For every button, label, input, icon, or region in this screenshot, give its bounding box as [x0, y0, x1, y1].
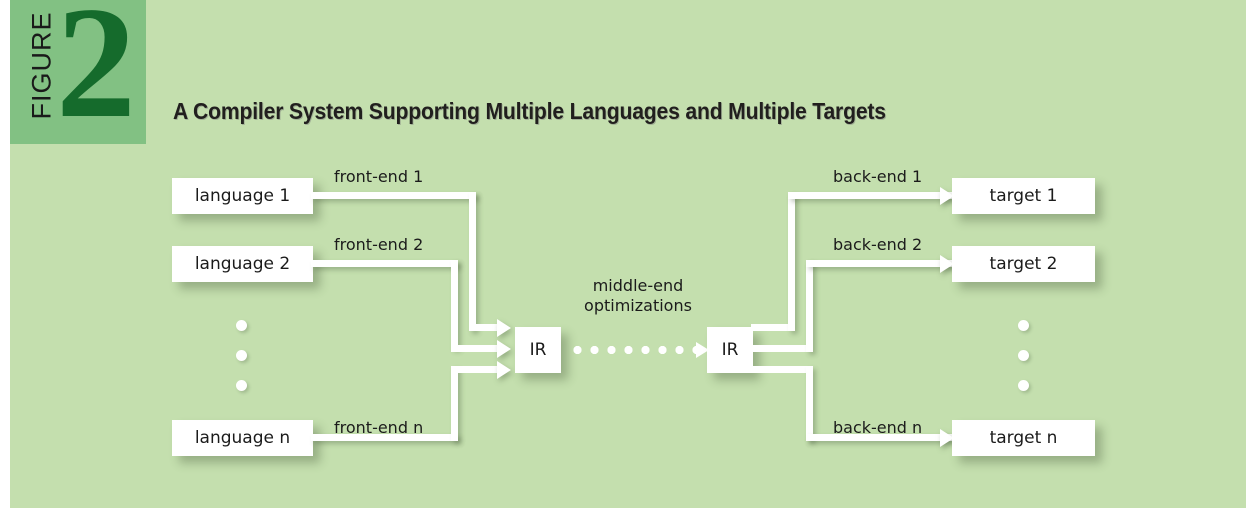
edge-label-back-end-1: back-end 1 [833, 167, 923, 186]
node-label: target 2 [989, 254, 1058, 274]
edge-label-front-end-2: front-end 2 [334, 235, 424, 254]
edge-label-back-end-n: back-end n [833, 418, 923, 437]
wire-lang1-horizontal [311, 192, 476, 199]
node-ir-in: IR [515, 327, 561, 373]
node-target-1: target 1 [952, 178, 1095, 214]
middle-end-label: middle-end optimizations [558, 276, 718, 316]
wire-backend1-horizontal [788, 192, 954, 199]
node-target-n: target n [952, 420, 1095, 456]
node-label: language 1 [194, 186, 291, 206]
wire-langn-into-ir [451, 366, 503, 373]
dotted-connector-ir-to-ir [569, 346, 700, 354]
node-label: language 2 [194, 254, 291, 274]
wire-lang2-vertical [451, 260, 458, 349]
node-language-2: language 2 [172, 246, 313, 282]
wire-lang2-horizontal [311, 260, 458, 267]
node-target-2: target 2 [952, 246, 1095, 282]
node-label: language n [194, 428, 291, 448]
wire-backend2-horizontal [806, 260, 954, 267]
figure-badge-word: FIGURE [26, 11, 57, 120]
node-label: IR [529, 340, 547, 360]
target-ellipsis-dot-2 [1018, 350, 1029, 361]
wire-ir-out-middle [751, 345, 813, 352]
source-ellipsis-dot-2 [236, 350, 247, 361]
wire-ir-out-bottom [751, 366, 813, 373]
wire-lang2-into-ir [451, 345, 503, 352]
figure-badge: FIGURE 2 [10, 0, 146, 144]
target-ellipsis-dot-3 [1018, 380, 1029, 391]
edge-label-front-end-n: front-end n [334, 418, 424, 437]
wire-langn-horizontal [311, 434, 458, 441]
wire-backend2-vertical [806, 260, 813, 352]
wire-backendn-horizontal [806, 434, 954, 441]
figure-title: A Compiler System Supporting Multiple La… [173, 98, 886, 124]
wire-langn-vertical [451, 366, 458, 441]
arrowhead-backend2-to-target2 [940, 255, 954, 273]
node-label: target n [989, 428, 1058, 448]
arrowhead-lang2-to-ir [497, 340, 511, 358]
arrowhead-backendn-to-targetn [940, 429, 954, 447]
node-language-n: language n [172, 420, 313, 456]
source-ellipsis-dot-3 [236, 380, 247, 391]
wire-lang1-vertical [469, 192, 476, 331]
arrowhead-backend1-to-target1 [940, 187, 954, 205]
wire-ir-out-top [751, 324, 795, 331]
node-label: IR [721, 340, 739, 360]
figure-badge-number: 2 [56, 0, 136, 151]
wire-lang1-into-ir [469, 324, 503, 331]
arrowhead-langn-to-ir [497, 361, 511, 379]
target-ellipsis-dot-1 [1018, 320, 1029, 331]
node-language-1: language 1 [172, 178, 313, 214]
wire-backendn-vertical [806, 366, 813, 441]
middle-end-label-line1: middle-end [592, 276, 684, 295]
middle-end-label-line2: optimizations [584, 296, 692, 315]
wire-backend1-vertical [788, 192, 795, 331]
arrowhead-lang1-to-ir [497, 319, 511, 337]
edge-label-front-end-1: front-end 1 [334, 167, 424, 186]
arrowhead-dotted-to-ir-out [696, 342, 709, 358]
node-ir-out: IR [707, 327, 753, 373]
source-ellipsis-dot-1 [236, 320, 247, 331]
node-label: target 1 [989, 186, 1058, 206]
edge-label-back-end-2: back-end 2 [833, 235, 923, 254]
